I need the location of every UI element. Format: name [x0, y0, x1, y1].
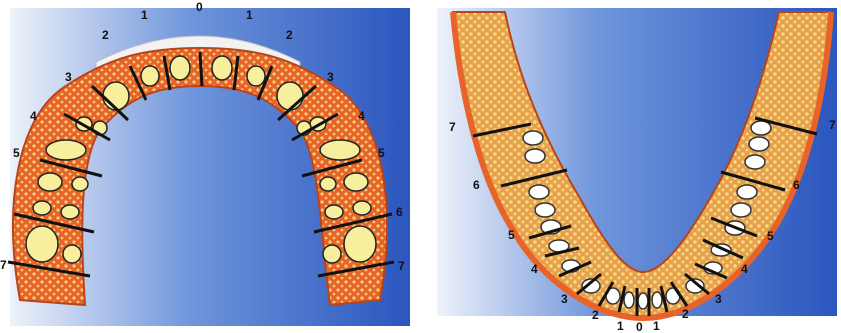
lower-label-right-1: 1 [653, 319, 660, 333]
lower-label-left-5: 5 [508, 228, 515, 242]
upper-arch-diagram: 0 1 1 2 2 3 3 4 4 5 5 6 7 7 [0, 0, 420, 333]
lower-label-right-6: 6 [793, 178, 800, 192]
upper-label-right-4: 4 [358, 109, 365, 123]
upper-arch-panel: 0 1 1 2 2 3 3 4 4 5 5 6 7 7 [0, 0, 420, 333]
lower-label-left-6: 6 [473, 178, 480, 192]
upper-label-left-2: 2 [102, 28, 109, 42]
upper-label-right-3: 3 [327, 70, 334, 84]
upper-label-right-7: 7 [398, 259, 405, 273]
lower-label-right-2: 2 [682, 307, 689, 321]
upper-label-left-7: 7 [0, 258, 7, 272]
lower-label-left-3: 3 [561, 292, 568, 306]
upper-label-left-3: 3 [65, 70, 72, 84]
upper-label-right-5: 5 [378, 146, 385, 160]
lower-label-left-2: 2 [592, 308, 599, 322]
upper-label-left-4: 4 [30, 109, 37, 123]
lower-label-right-5: 5 [767, 229, 774, 243]
upper-label-left-5: 5 [13, 146, 20, 160]
upper-label-right-1: 1 [246, 8, 253, 22]
lower-label-right-4: 4 [741, 262, 748, 276]
upper-label-0: 0 [196, 0, 203, 14]
lower-label-right-7: 7 [829, 118, 836, 132]
upper-label-left-1: 1 [141, 8, 148, 22]
upper-label-right-2: 2 [286, 28, 293, 42]
lower-label-0: 0 [636, 320, 643, 333]
lower-arch-panel: 7 7 6 6 5 5 4 4 3 3 2 2 1 0 1 [421, 0, 841, 333]
lower-arch-diagram: 7 7 6 6 5 5 4 4 3 3 2 2 1 0 1 [421, 0, 841, 333]
upper-label-right-6: 6 [396, 205, 403, 219]
lower-label-left-4: 4 [531, 262, 538, 276]
lower-label-left-7: 7 [449, 120, 456, 134]
lower-label-left-1: 1 [617, 319, 624, 333]
lower-label-right-3: 3 [715, 292, 722, 306]
